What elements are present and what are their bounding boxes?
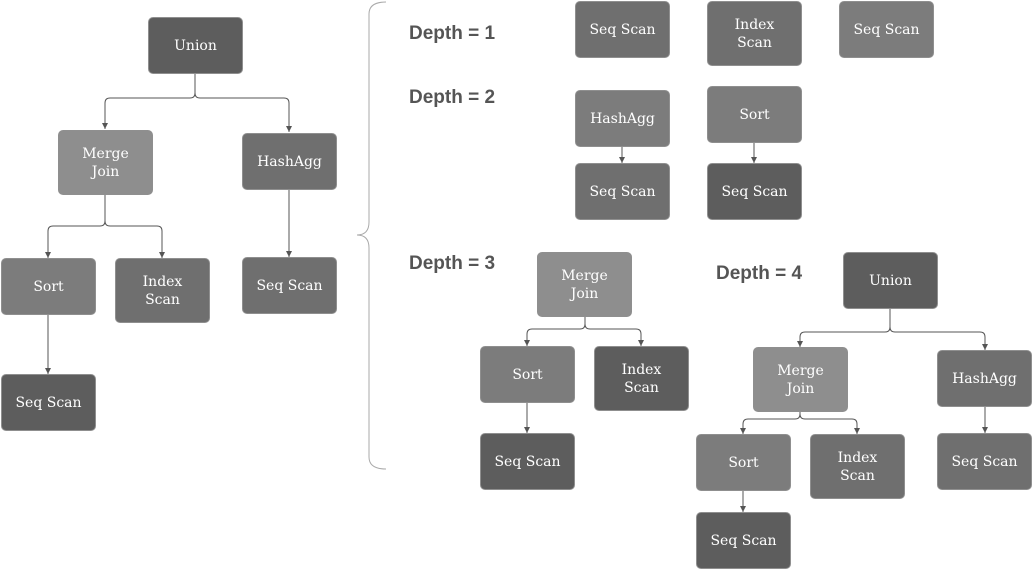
full-seq-scan-node: Seq Scan <box>1 374 96 431</box>
full-hashagg-node: HashAgg <box>242 133 337 190</box>
edge-d4-merge-join-to-sort <box>740 411 801 434</box>
depth-4-label: Depth = 4 <box>716 263 803 284</box>
grouping-brace <box>356 1 387 470</box>
full-seq-scan-node: Seq Scan <box>242 257 337 314</box>
d4-seq-scan-node: Seq Scan <box>696 512 791 569</box>
d4-seq-scan-node: Seq Scan <box>937 433 1032 490</box>
edge-union-to-merge-join <box>102 73 196 129</box>
d1-seq-scan-node: Seq Scan <box>575 1 670 58</box>
d3-sort-node: Sort <box>480 346 575 403</box>
d4-index-scan-node: Index Scan <box>810 434 905 499</box>
d4-merge-join-node: Merge Join <box>753 347 848 412</box>
d3-index-scan-node: Index Scan <box>594 346 689 411</box>
edge-d4-merge-join-to-index-scan <box>799 413 860 434</box>
edge-d4-union-to-hashagg <box>889 326 988 350</box>
d2-seq-scan-node: Seq Scan <box>707 163 802 220</box>
d2-hashagg-node: HashAgg <box>575 90 670 147</box>
edge-union-to-hashagg <box>194 92 292 132</box>
full-merge-join-node: Merge Join <box>58 130 153 195</box>
edge-d3-merge-join-to-sort <box>524 316 586 346</box>
edge-d4-union-to-merge-join <box>797 308 891 347</box>
d1-seq-scan-node: Seq Scan <box>839 1 934 58</box>
edge-merge-join-to-index-scan <box>104 220 165 258</box>
d3-seq-scan-node: Seq Scan <box>480 433 575 490</box>
edge-d3-merge-join-to-index-scan <box>584 323 644 346</box>
full-sort-node: Sort <box>1 258 96 315</box>
d4-hashagg-node: HashAgg <box>937 350 1032 407</box>
depth-1-label: Depth = 1 <box>409 23 496 44</box>
depth-2-label: Depth = 2 <box>409 87 496 108</box>
depth-3-label: Depth = 3 <box>409 253 496 274</box>
d4-sort-node: Sort <box>696 434 791 491</box>
d4-union-node: Union <box>843 252 938 309</box>
edge-merge-join-to-sort <box>45 194 106 258</box>
d2-seq-scan-node: Seq Scan <box>575 163 670 220</box>
d2-sort-node: Sort <box>707 86 802 143</box>
full-union-node: Union <box>148 17 243 74</box>
full-index-scan-node: Index Scan <box>115 258 210 323</box>
d3-merge-join-node: Merge Join <box>537 252 632 317</box>
d1-index-scan-node: Index Scan <box>707 1 802 66</box>
